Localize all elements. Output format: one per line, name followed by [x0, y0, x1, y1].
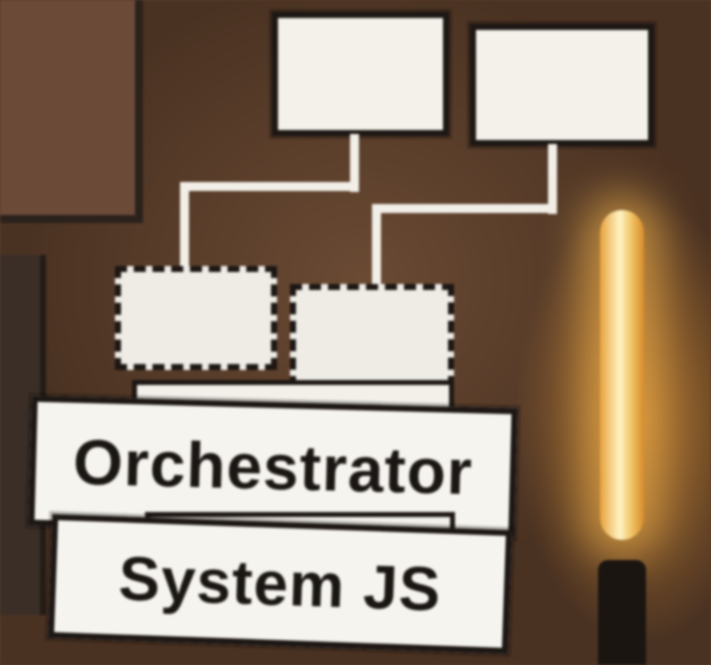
orchestrator-label: Orchestrator — [72, 425, 474, 509]
picture-frame-left — [0, 0, 143, 223]
top-box-right — [470, 24, 654, 146]
connector-line — [350, 134, 359, 192]
system-js-box: System JS — [47, 514, 513, 654]
connector-line — [548, 144, 557, 214]
edison-bulb-icon — [600, 210, 644, 540]
system-js-label: System JS — [117, 543, 443, 625]
connector-line — [180, 182, 189, 274]
bulb-base — [598, 560, 646, 665]
dashed-box-left — [115, 266, 277, 370]
connector-line — [372, 204, 557, 213]
top-box-left — [272, 12, 449, 136]
dashed-box-right — [290, 284, 454, 388]
connector-line — [180, 182, 359, 191]
connector-line — [372, 204, 381, 284]
